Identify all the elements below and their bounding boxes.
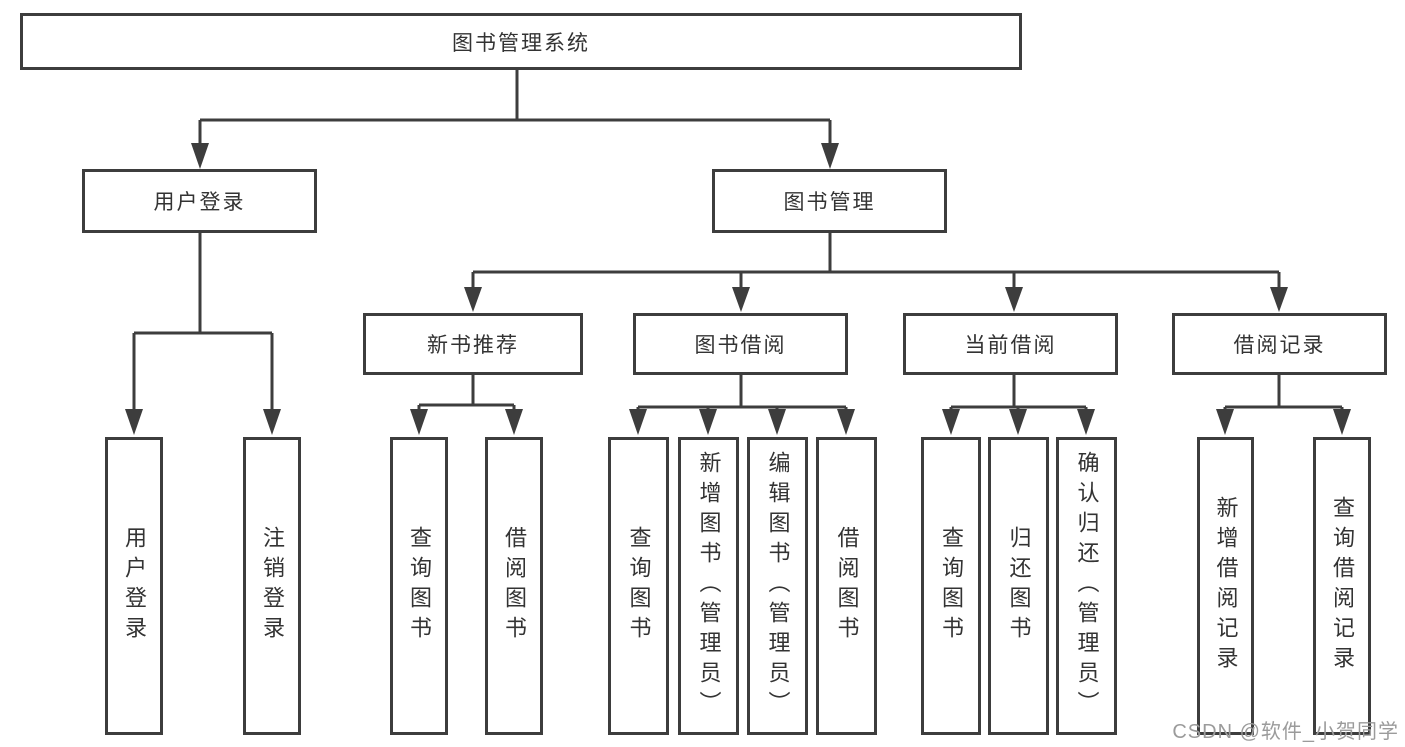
node-current-borrowing-label: 当前借阅 (964, 334, 1057, 357)
node-leaf-query-books-current-label: 查询图书 (939, 526, 964, 646)
node-book-management-label: 图书管理 (783, 191, 876, 214)
csdn-watermark: CSDN @软件_小贺同学 (1172, 721, 1399, 743)
node-leaf-query-borrow-record-label: 查询借阅记录 (1330, 496, 1355, 676)
node-book-management: 图书管理 (712, 169, 947, 233)
node-leaf-return-books: 归还图书 (988, 437, 1049, 735)
node-leaf-query-books-borrowing-label: 查询图书 (626, 526, 652, 646)
node-current-borrowing: 当前借阅 (903, 313, 1118, 375)
node-leaf-borrow-books-recommend-label: 借阅图书 (502, 526, 527, 646)
node-book-borrowing: 图书借阅 (633, 313, 848, 375)
node-leaf-add-borrow-record-label: 新增借阅记录 (1213, 496, 1239, 676)
node-leaf-user-login: 用户登录 (105, 437, 163, 735)
node-user-login: 用户登录 (82, 169, 317, 233)
node-leaf-query-books-borrowing: 查询图书 (608, 437, 669, 735)
node-root: 图书管理系统 (20, 13, 1022, 70)
node-leaf-user-login-label: 用户登录 (122, 526, 147, 646)
node-leaf-add-borrow-record: 新增借阅记录 (1197, 437, 1254, 735)
node-leaf-query-books-recommend-label: 查询图书 (407, 526, 432, 646)
node-leaf-borrow-books-borrowing: 借阅图书 (816, 437, 877, 735)
node-borrowing-records: 借阅记录 (1172, 313, 1387, 375)
node-leaf-query-books-current: 查询图书 (921, 437, 981, 735)
node-new-book-recommend: 新书推荐 (363, 313, 583, 375)
node-leaf-logout-label: 注销登录 (260, 526, 285, 646)
node-root-label: 图书管理系统 (452, 31, 590, 55)
node-leaf-borrow-books-recommend: 借阅图书 (485, 437, 543, 735)
node-user-login-label: 用户登录 (153, 191, 246, 214)
node-leaf-query-borrow-record: 查询借阅记录 (1313, 437, 1371, 735)
arrow-down-icons (125, 143, 1351, 435)
node-leaf-confirm-return-admin-label: 确认归还（管理员） (1074, 451, 1100, 721)
node-leaf-edit-books-admin-label: 编辑图书（管理员） (765, 451, 791, 721)
node-leaf-add-books-admin: 新增图书（管理员） (678, 437, 739, 735)
node-leaf-borrow-books-borrowing-label: 借阅图书 (834, 526, 860, 646)
node-new-book-recommend-label: 新书推荐 (427, 334, 519, 357)
node-borrowing-records-label: 借阅记录 (1233, 334, 1326, 357)
node-leaf-edit-books-admin: 编辑图书（管理员） (747, 437, 808, 735)
node-leaf-query-books-recommend: 查询图书 (390, 437, 448, 735)
node-leaf-confirm-return-admin: 确认归还（管理员） (1056, 437, 1117, 735)
node-book-borrowing-label: 图书借阅 (694, 334, 787, 357)
node-leaf-return-books-label: 归还图书 (1006, 526, 1032, 646)
node-leaf-add-books-admin-label: 新增图书（管理员） (696, 451, 722, 721)
node-leaf-logout: 注销登录 (243, 437, 301, 735)
